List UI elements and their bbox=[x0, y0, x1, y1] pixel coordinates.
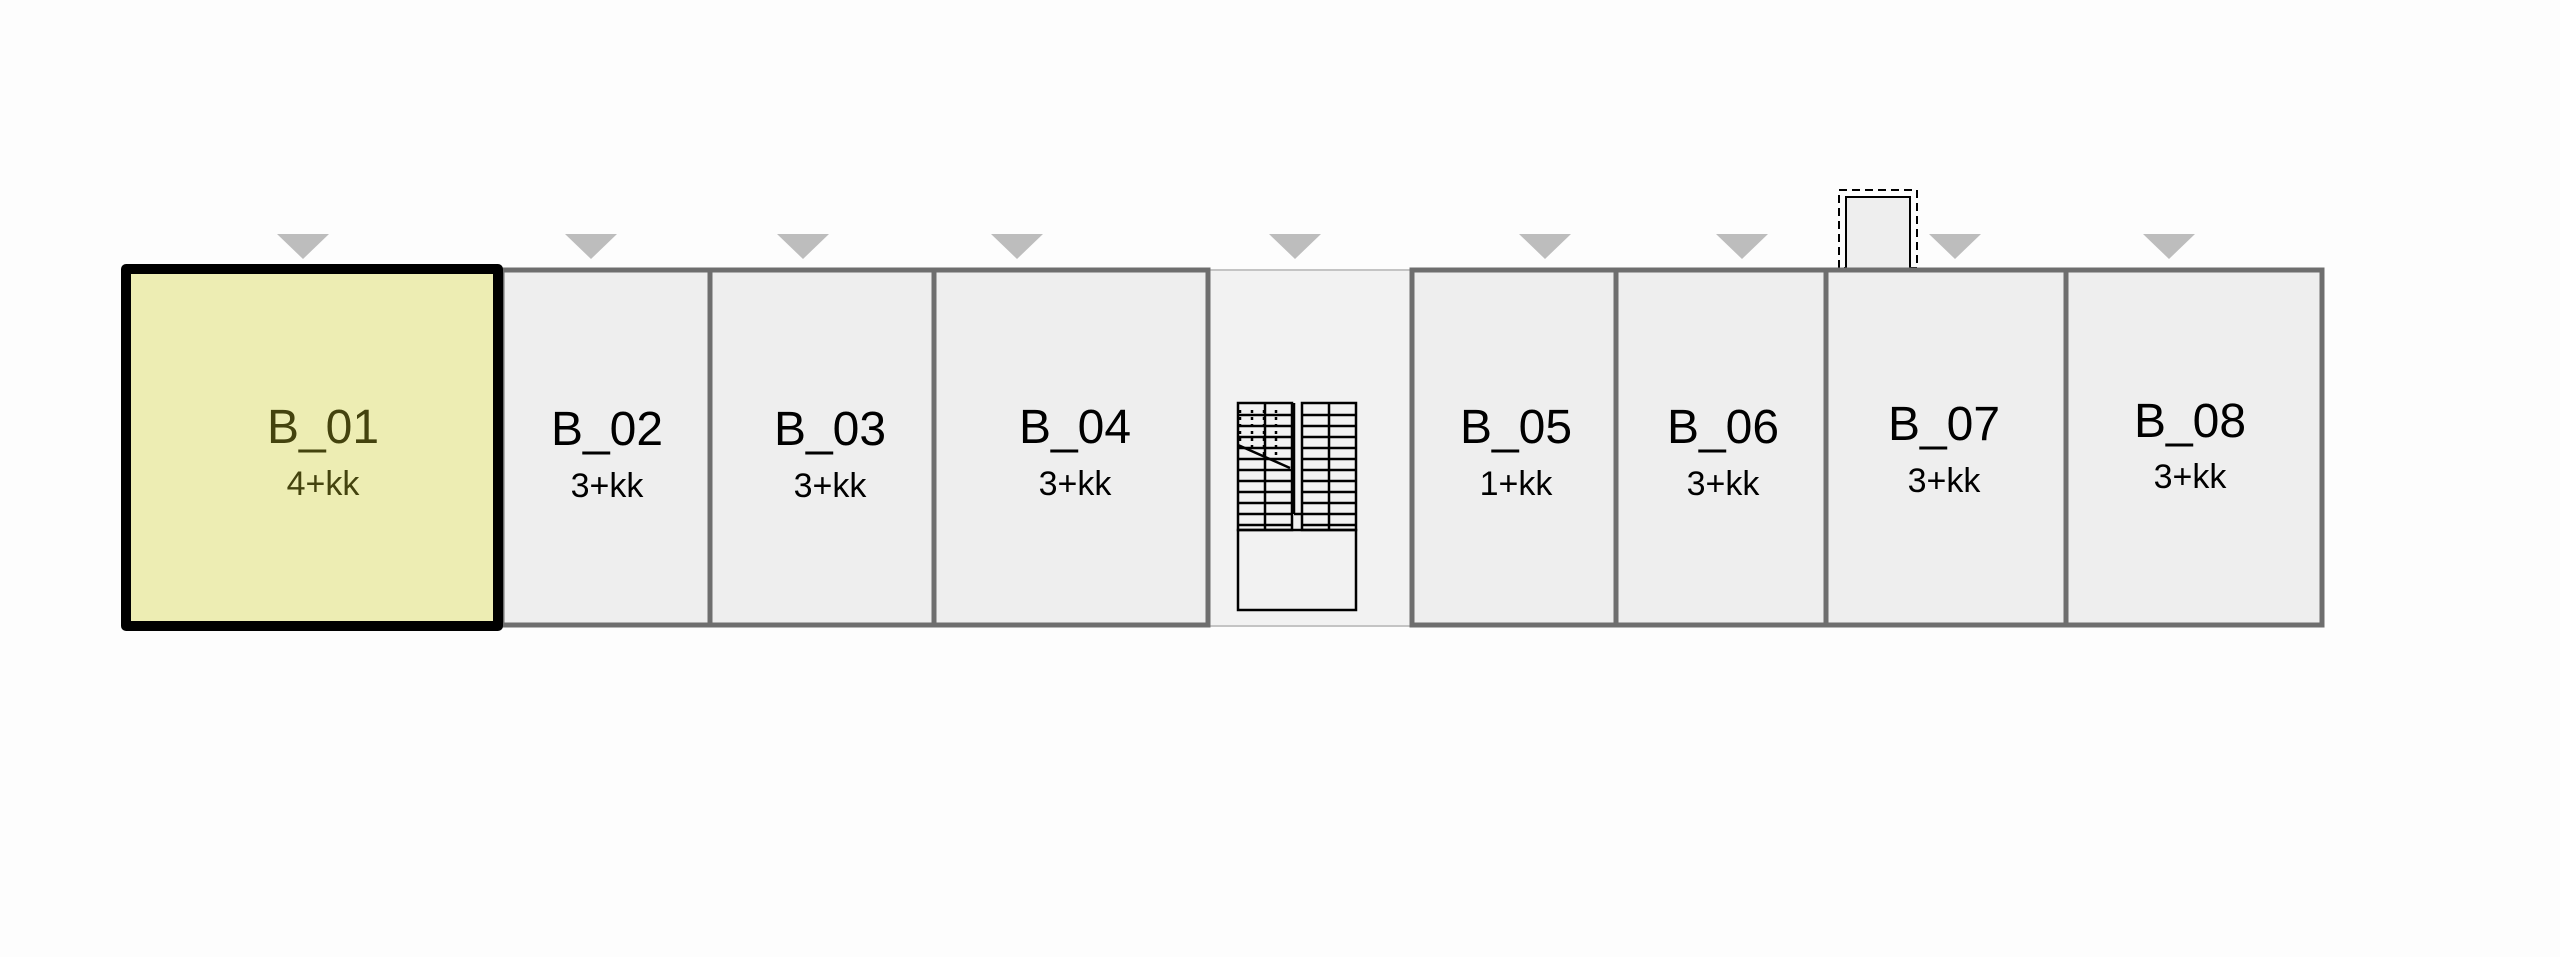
entrance-marker-b08-icon bbox=[2143, 234, 2195, 259]
entrance-markers bbox=[277, 234, 2195, 259]
unit-layout: 3+kk bbox=[794, 467, 868, 505]
entrance-marker-b04-icon bbox=[991, 234, 1043, 259]
unit-name: B_01 bbox=[267, 401, 379, 454]
unit-layout: 3+kk bbox=[1687, 465, 1761, 503]
unit-name: B_02 bbox=[551, 403, 663, 456]
apartment-units: B_02 3+kk B_03 3+kk B_04 3+kk B_05 1+kk … bbox=[121, 264, 2325, 631]
chimney-icon bbox=[1838, 189, 1918, 270]
staircase-icon bbox=[1236, 401, 1358, 612]
unit-b05[interactable]: B_05 1+kk bbox=[1409, 267, 1619, 628]
unit-b01[interactable]: B_01 4+kk bbox=[121, 264, 503, 631]
unit-layout: 3+kk bbox=[2154, 458, 2228, 496]
unit-name: B_06 bbox=[1667, 401, 1779, 454]
unit-name: B_05 bbox=[1460, 401, 1572, 454]
unit-b04[interactable]: B_04 3+kk bbox=[931, 267, 1211, 628]
unit-b02[interactable]: B_02 3+kk bbox=[499, 267, 713, 628]
unit-b08[interactable]: B_08 3+kk bbox=[2063, 267, 2325, 628]
unit-b07[interactable]: B_07 3+kk bbox=[1823, 267, 2069, 628]
entrance-marker-stair-icon bbox=[1269, 234, 1321, 259]
unit-name: B_03 bbox=[774, 403, 886, 456]
entrance-marker-b07-icon bbox=[1929, 234, 1981, 259]
unit-layout: 1+kk bbox=[1480, 465, 1554, 503]
unit-layout: 4+kk bbox=[287, 465, 361, 503]
unit-name: B_07 bbox=[1888, 398, 2000, 451]
entrance-marker-b03-icon bbox=[777, 234, 829, 259]
unit-name: B_08 bbox=[2134, 395, 2246, 448]
entrance-marker-b05-icon bbox=[1519, 234, 1571, 259]
unit-name: B_04 bbox=[1019, 401, 1131, 454]
unit-layout: 3+kk bbox=[1908, 462, 1982, 500]
unit-layout: 3+kk bbox=[1039, 465, 1113, 503]
unit-b06[interactable]: B_06 3+kk bbox=[1613, 267, 1829, 628]
entrance-marker-b02-icon bbox=[565, 234, 617, 259]
stairwell bbox=[1207, 269, 1413, 627]
entrance-marker-b06-icon bbox=[1716, 234, 1768, 259]
unit-layout: 3+kk bbox=[571, 467, 645, 505]
entrance-marker-b01-icon bbox=[277, 234, 329, 259]
unit-b03[interactable]: B_03 3+kk bbox=[707, 267, 937, 628]
